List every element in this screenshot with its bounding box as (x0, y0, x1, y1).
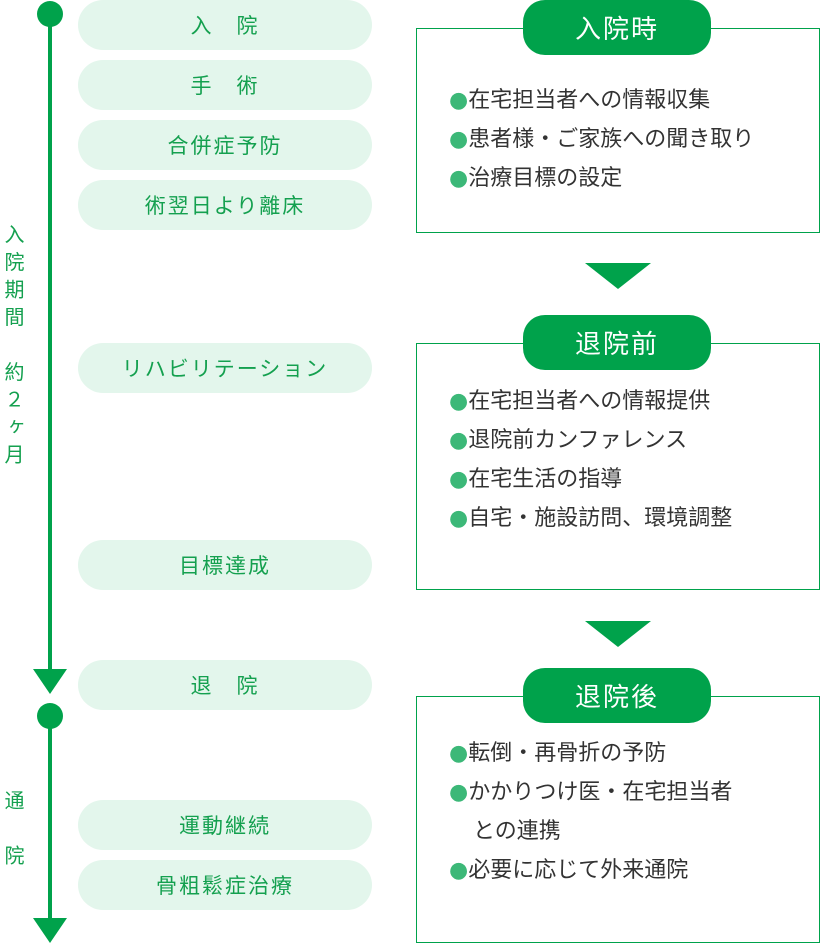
list-item: ●治療目標の設定 (449, 166, 623, 191)
step-continued-exercise: 運動継続 (78, 800, 372, 850)
phase-title-post-discharge: 退院後 (523, 668, 711, 723)
phase-box-admission: ●在宅担当者への情報収集 ●患者様・ご家族への聞き取り ●治療目標の設定 (416, 28, 820, 233)
list-item: ●必要に応じて外来通院 (449, 858, 689, 883)
list-item: ●在宅担当者への情報提供 (449, 389, 711, 414)
list-item: ●在宅担当者への情報収集 (449, 88, 711, 113)
list-item: ●自宅・施設訪問、環境調整 (449, 506, 733, 531)
hospital-period-label: 入院期間 約２ヶ月 (1, 224, 25, 472)
phase-title-admission: 入院時 (523, 0, 711, 55)
outpatient-label: 通 院 (1, 790, 25, 873)
down-arrow-icon (585, 263, 651, 289)
list-item: ●患者様・ご家族への聞き取り (449, 127, 755, 152)
list-item: ●転倒・再骨折の予防 (449, 741, 667, 766)
timeline-arrow-icon (33, 669, 67, 694)
step-surgery: 手 術 (78, 60, 372, 110)
step-discharge: 退 院 (78, 660, 372, 710)
phase-box-post-discharge: ●転倒・再骨折の予防 ●かかりつけ医・在宅担当者との連携 ●必要に応じて外来通院 (416, 696, 820, 943)
step-early-mobilization: 術翌日より離床 (78, 180, 372, 230)
step-admission: 入 院 (78, 0, 372, 50)
timeline-arrow-icon (33, 918, 67, 943)
phase-box-pre-discharge: ●在宅担当者への情報提供 ●退院前カンファレンス ●在宅生活の指導 ●自宅・施設… (416, 343, 820, 590)
step-rehabilitation: リハビリテーション (78, 343, 372, 393)
timeline-line-outpatient (48, 716, 52, 920)
step-complication-prevention: 合併症予防 (78, 120, 372, 170)
list-item: ●かかりつけ医・在宅担当者との連携 (449, 780, 733, 844)
down-arrow-icon (585, 621, 651, 647)
step-osteoporosis-treatment: 骨粗鬆症治療 (78, 860, 372, 910)
step-goal-achieved: 目標達成 (78, 540, 372, 590)
list-item: ●退院前カンファレンス (449, 428, 688, 453)
phase-title-pre-discharge: 退院前 (523, 315, 711, 370)
list-item: ●在宅生活の指導 (449, 467, 623, 492)
timeline-line-hospital (48, 14, 52, 672)
